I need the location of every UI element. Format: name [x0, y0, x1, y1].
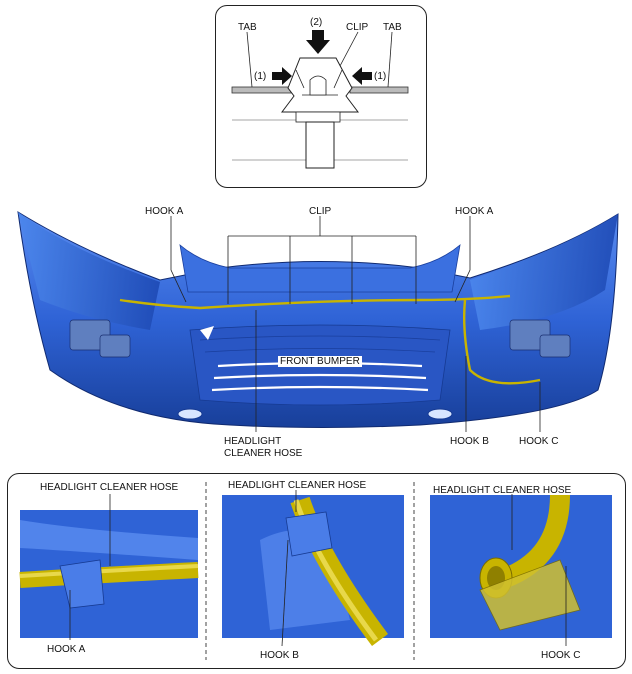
panel-c-hook-label: HOOK C — [541, 650, 581, 661]
arrow-1-left-label: (1) — [254, 71, 267, 82]
hook-a-left-label: HOOK A — [145, 206, 184, 217]
tab-left-label: TAB — [238, 22, 257, 33]
panel-a-hook-label: HOOK A — [47, 644, 86, 655]
panel-a-hose-label: HEADLIGHT CLEANER HOSE — [40, 482, 179, 493]
hose-label-line2: CLEANER HOSE — [224, 448, 303, 459]
hook-c-label: HOOK C — [519, 436, 559, 447]
arrow-1-right-label: (1) — [374, 71, 387, 82]
panel-b-hose-label: HEADLIGHT CLEANER HOSE — [228, 480, 367, 491]
clip-top-label: CLIP — [346, 22, 369, 33]
clip-stem — [305, 121, 335, 169]
headlight-cleaner-hose — [119, 294, 541, 385]
hook-b-label: HOOK B — [450, 436, 489, 447]
tab-right-label: TAB — [383, 22, 402, 33]
panel-c-hose-label: HEADLIGHT CLEANER HOSE — [433, 485, 572, 496]
arrow-2-label: (2) — [310, 17, 323, 28]
hose-label-line1: HEADLIGHT — [224, 436, 282, 447]
arrow-1-left-icon — [272, 67, 292, 85]
arrow-1-right-icon — [352, 67, 372, 85]
arrow-2-icon — [306, 30, 330, 54]
bumper-shell — [17, 211, 619, 428]
front-bumper-label: FRONT BUMPER — [278, 356, 362, 367]
panel-b-hook-label: HOOK B — [260, 650, 299, 661]
clip-main-label: CLIP — [309, 206, 332, 217]
hook-a-right-label: HOOK A — [455, 206, 494, 217]
